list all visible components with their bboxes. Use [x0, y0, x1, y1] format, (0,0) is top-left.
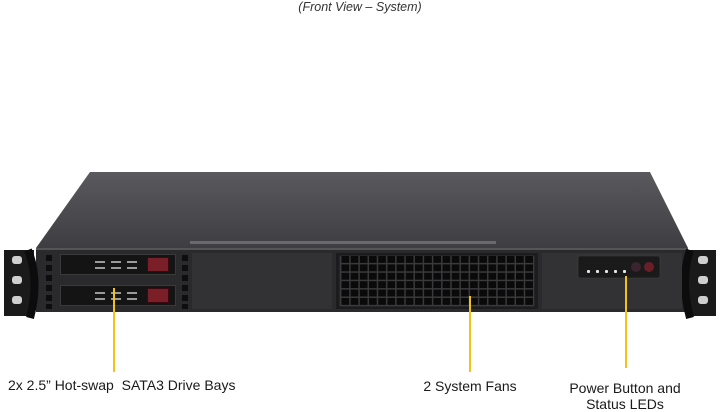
drive-bay-vent-icon: [111, 292, 121, 294]
fans-leader-line: [469, 296, 471, 372]
power-button[interactable]: [644, 262, 654, 272]
status-led-power-icon: [587, 270, 590, 273]
drive-bay-2[interactable]: [60, 285, 176, 306]
power-leader-line: [625, 276, 627, 368]
drive-bay-release-latch[interactable]: [147, 257, 169, 272]
drive-bay-vent-icon: [95, 261, 105, 263]
status-led-lan1-icon: [605, 270, 608, 273]
status-led-hdd-icon: [596, 270, 599, 273]
drive-bay-vent-icon: [127, 298, 137, 300]
drive-bays-label: 2x 2.5” Hot-swap SATA3 Drive Bays: [8, 377, 236, 393]
drive-bays-leader-line: [113, 288, 115, 372]
drive-bay-vent-icon: [111, 261, 121, 263]
reset-button[interactable]: [631, 262, 641, 272]
figure-caption: (Front View – System): [298, 0, 422, 14]
drive-bay-vent-icon: [95, 298, 105, 300]
drive-bay-vent-icon: [95, 292, 105, 294]
status-led-lan2-icon: [614, 270, 617, 273]
fan-grille: [340, 256, 534, 306]
drive-bay-vent-icon: [111, 298, 121, 300]
drive-bay-1[interactable]: [60, 254, 176, 275]
drive-bay-vent-icon: [111, 267, 121, 269]
fans-label: 2 System Fans: [423, 378, 517, 394]
power-label-line1: Power Button and: [569, 380, 681, 396]
drive-bay-vent-icon: [127, 292, 137, 294]
drive-bay-vent-icon: [127, 267, 137, 269]
drive-bay-release-latch[interactable]: [147, 288, 169, 303]
drive-bay-vent-icon: [127, 261, 137, 263]
power-label-line2: Status LEDs: [586, 396, 664, 412]
status-led-info-icon: [623, 270, 626, 273]
drive-bay-vent-icon: [95, 267, 105, 269]
